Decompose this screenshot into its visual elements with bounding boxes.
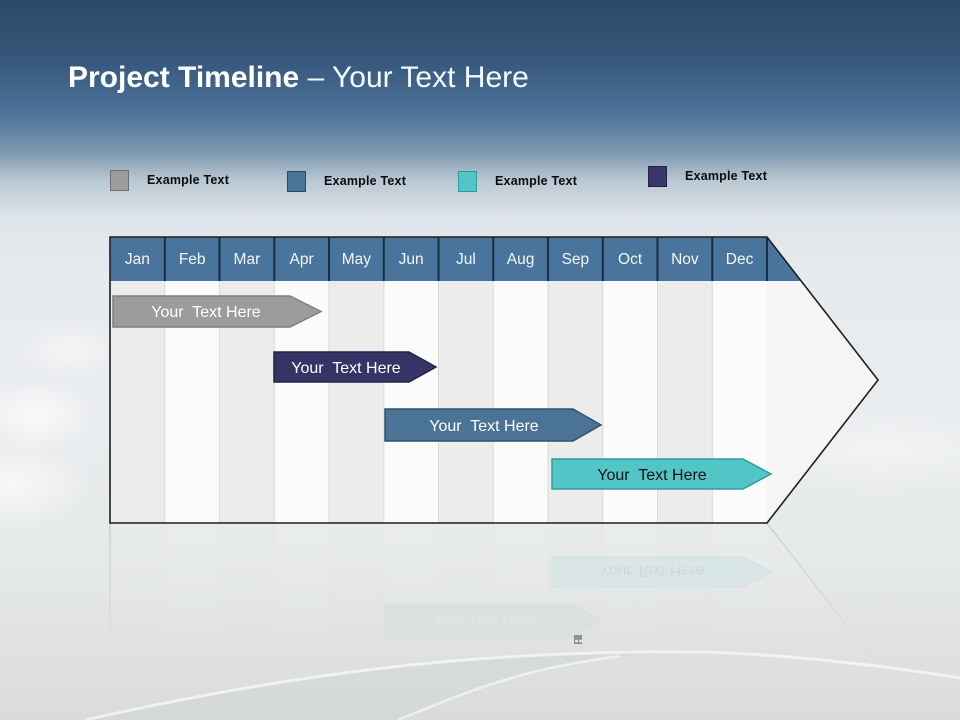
month-label: Apr — [290, 251, 314, 268]
legend-item-4: Example Text — [648, 165, 767, 187]
bar-shape-indigo — [273, 351, 438, 383]
month-label: Nov — [671, 251, 699, 268]
month-label: Jan — [125, 251, 150, 268]
column-separators — [164, 281, 713, 523]
timeline-bar-4: Your Text Here — [551, 458, 773, 490]
timeline-bar-2: Your Text Here — [273, 351, 438, 383]
timeline-arrow-outline — [109, 236, 880, 524]
legend-swatch-gray — [110, 169, 129, 191]
bar-shape-teal — [551, 458, 773, 490]
road-edge-outer — [84, 650, 960, 720]
timeline-bar-1: Your Text Here — [112, 295, 323, 328]
slide-title: Project Timeline – Your Text Here — [68, 60, 529, 96]
legend-label: Example Text — [324, 174, 407, 188]
month-label: Jul — [456, 251, 476, 268]
month-label: Oct — [618, 251, 643, 268]
distant-vehicle — [574, 635, 582, 644]
bar-shape-steelblue — [384, 408, 603, 442]
legend-swatch-indigo — [648, 165, 667, 187]
month-header-dividers — [163, 237, 768, 281]
bar-label: Your Text Here — [291, 360, 401, 377]
month-label: Mar — [234, 251, 261, 268]
legend-label: Example Text — [495, 174, 578, 188]
legend-item-3: Example Text — [458, 170, 577, 192]
month-label: Feb — [179, 251, 206, 268]
legend-label: Example Text — [685, 169, 768, 183]
month-label: May — [342, 251, 372, 268]
month-labels: Jan Feb Mar Apr May Jun Jul Aug Sep Oct … — [125, 251, 754, 268]
bar-label: Your Text Here — [597, 467, 707, 484]
legend-item-2: Example Text — [287, 170, 406, 192]
month-label: Dec — [726, 251, 754, 268]
month-label: Sep — [562, 251, 590, 268]
legend-item-1: Example Text — [110, 169, 229, 191]
bar-label: Your Text Here — [151, 304, 261, 321]
bar-shape-gray — [112, 295, 323, 328]
bar-label: Your Text Here — [429, 418, 539, 435]
legend-swatch-teal — [458, 170, 477, 192]
road-edge-inner — [397, 654, 621, 720]
month-header-band — [110, 237, 801, 281]
title-secondary: – Your Text Here — [299, 61, 529, 94]
timeline-bar-3: Your Text Here — [384, 408, 603, 442]
month-label: Aug — [507, 251, 535, 268]
month-label: Jun — [399, 251, 424, 268]
legend-swatch-steelblue — [287, 170, 306, 192]
title-primary: Project Timeline — [68, 61, 300, 94]
road-surface — [85, 651, 700, 720]
legend-label: Example Text — [147, 173, 230, 187]
